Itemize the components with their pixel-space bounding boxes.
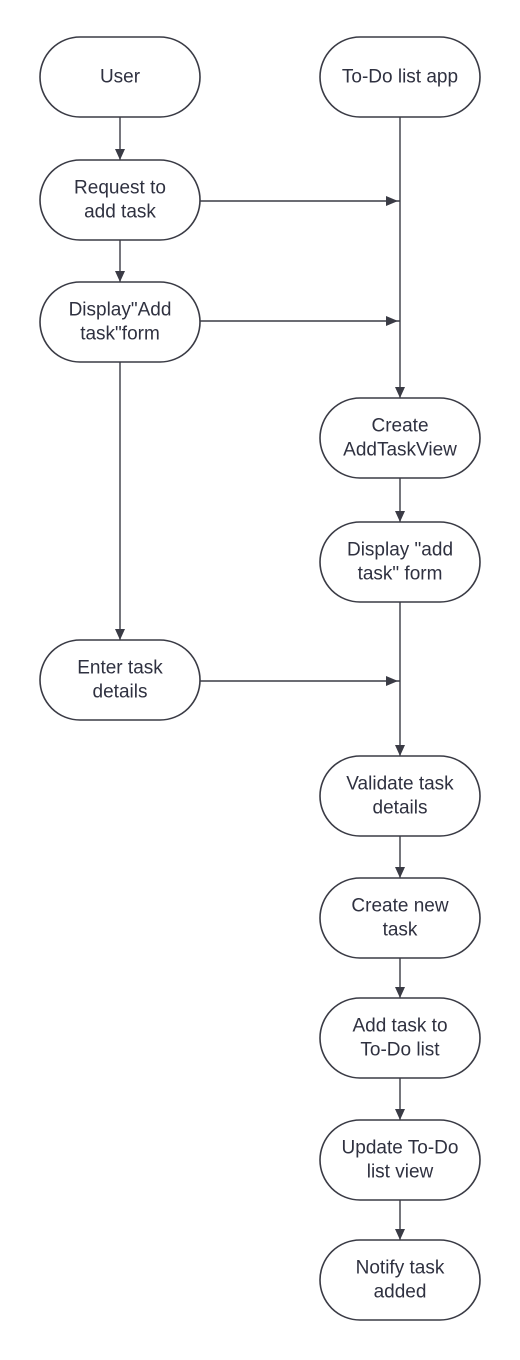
- node-shape: [319, 755, 481, 837]
- node-shape: [319, 1119, 481, 1201]
- node-label: add task: [84, 202, 156, 223]
- node-label: Request to: [74, 178, 166, 199]
- node-label: To-Do list: [360, 1040, 440, 1061]
- arrowhead-user-to-request: [115, 149, 125, 160]
- node-shape: [319, 397, 481, 479]
- node-label: To-Do list app: [342, 67, 458, 88]
- node-label: Display "add: [347, 540, 453, 561]
- node-label: Add task to: [352, 1016, 447, 1037]
- node-label: details: [373, 798, 428, 819]
- node-request-add-task: Request to add task: [39, 159, 201, 241]
- arrowhead-create-task-to-add: [395, 987, 405, 998]
- node-label: Validate task: [346, 774, 454, 795]
- node-shape: [39, 281, 201, 363]
- edges-group: [115, 117, 405, 1240]
- node-label: Create new: [351, 896, 448, 917]
- node-label: Enter task: [77, 658, 163, 679]
- arrowhead-request-to-app: [386, 196, 398, 206]
- arrowhead-request-to-display: [115, 271, 125, 282]
- node-display-add-task-form-user: Display"Add task"form: [39, 281, 201, 363]
- node-display-add-task-form-app: Display "add task" form: [319, 521, 481, 603]
- arrowhead-display-to-app: [386, 316, 398, 326]
- node-validate-task-details: Validate task details: [319, 755, 481, 837]
- arrowhead-update-to-notify: [395, 1229, 405, 1240]
- arrowhead-enter-to-app: [386, 676, 398, 686]
- node-shape: [39, 639, 201, 721]
- node-label: added: [374, 1282, 427, 1303]
- node-shape: [319, 877, 481, 959]
- node-label: Display"Add: [69, 300, 172, 321]
- node-shape: [39, 36, 201, 118]
- node-label: list view: [367, 1162, 434, 1183]
- arrowhead-validate-to-create-task: [395, 867, 405, 878]
- node-update-list-view: Update To-Do list view: [319, 1119, 481, 1201]
- node-enter-task-details: Enter task details: [39, 639, 201, 721]
- node-notify-task-added: Notify task added: [319, 1239, 481, 1321]
- node-add-task-to-list: Add task to To-Do list: [319, 997, 481, 1079]
- node-shape: [319, 997, 481, 1079]
- node-shape: [319, 36, 481, 118]
- node-label: Create: [371, 416, 428, 437]
- node-user: User: [39, 36, 201, 118]
- node-label: AddTaskView: [343, 440, 457, 461]
- node-create-new-task: Create new task: [319, 877, 481, 959]
- node-label: User: [100, 67, 141, 88]
- node-label: task"form: [80, 324, 160, 345]
- node-shape: [319, 1239, 481, 1321]
- node-label: task: [383, 920, 418, 941]
- node-label: task" form: [358, 564, 443, 585]
- arrowhead-add-to-update: [395, 1109, 405, 1120]
- node-shape: [39, 159, 201, 241]
- arrowhead-app-to-create-view: [395, 387, 405, 398]
- node-label: Update To-Do: [342, 1138, 459, 1159]
- arrowhead-display-to-enter: [115, 629, 125, 640]
- node-label: Notify task: [356, 1258, 445, 1279]
- node-label: details: [93, 682, 148, 703]
- arrowhead-create-view-to-display: [395, 511, 405, 522]
- arrowhead-display-to-validate: [395, 745, 405, 756]
- node-shape: [319, 521, 481, 603]
- node-app: To-Do list app: [319, 36, 481, 118]
